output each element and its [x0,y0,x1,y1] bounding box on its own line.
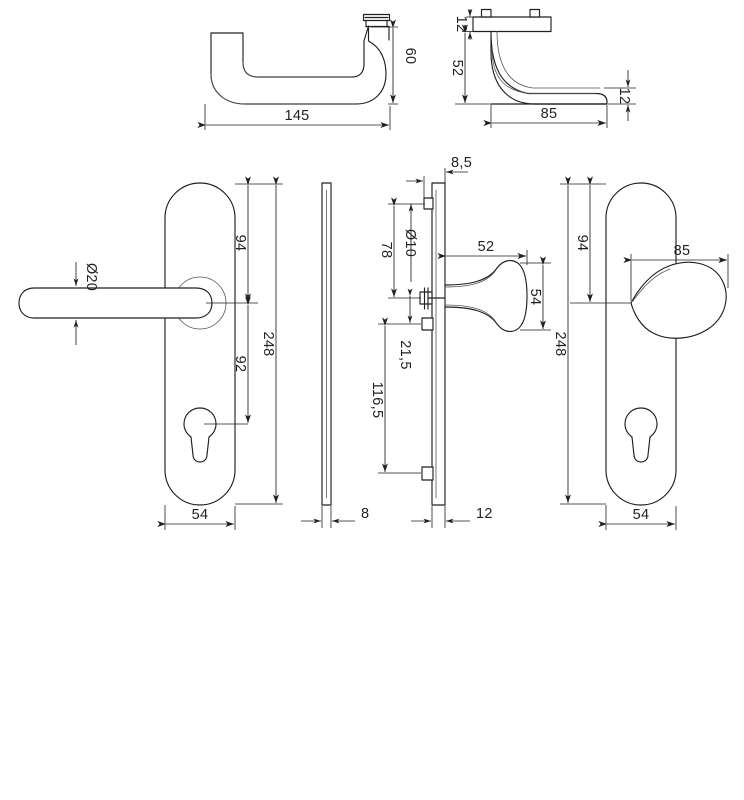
dim-label-54c: 54 [633,507,650,523]
dim-label-60: 60 [402,48,418,65]
dim-label-d20: Ø20 [83,263,99,291]
view-backplate-front-lever: 94 92 248 54 Ø20 [18,176,283,530]
backplate-left-outline [164,182,236,506]
dim-label-1165: 116,5 [369,382,385,419]
dim-label-8: 8 [361,506,369,522]
backplate-right-outline [605,182,677,506]
dim-label-d10: Ø10 [402,229,418,257]
view-backplate-edge-fittings: 8,5 78 Ø10 21,5 116,5 52 54 12 [369,155,551,528]
knob-profile-inner-2 [444,304,497,323]
dim-label-12a: 12 [453,16,469,33]
dim-label-12c: 12 [476,506,493,522]
keyhole-right [624,407,658,463]
dim-label-85c: 85 [674,243,691,259]
lever-end-inner-2 [496,31,601,89]
edge-boss-mid [421,317,434,331]
view-backplate-edge-thin: 8 [301,182,369,528]
lever-end-inner-1 [491,47,597,94]
dim-label-248b: 248 [552,331,568,356]
view-lever-end-profile: 12 52 85 12 [449,8,636,128]
dim-label-12b: 12 [616,88,632,105]
view-lever-side-elevation: 60 145 [197,13,418,130]
knob-profile-inner [444,269,497,288]
knob-shape-inner [632,268,671,302]
edge-boss-top [423,197,434,210]
edge-boss-bottom [421,466,434,481]
dim-label-85a: 85 [541,106,558,122]
dim-label-145: 145 [284,108,309,124]
dim-label-215: 21,5 [397,340,413,369]
view-backplate-front-knob: 94 248 85 54 [552,176,729,530]
dim-label-52a: 52 [449,60,465,77]
edge-plate-outline [431,182,446,506]
lever-inner-curve-2 [242,61,353,78]
knob-shape-front [630,261,727,339]
rose-tab-left [480,8,492,18]
dim-label-92: 92 [232,356,248,373]
lever-cap-stem [365,19,388,28]
knob-profile-side [444,259,528,333]
dim-label-78: 78 [378,242,394,259]
dim-label-54b: 54 [527,289,543,306]
dim-label-85b: 8,5 [451,155,472,171]
dim-label-248a: 248 [260,331,276,356]
lever-inner-curve [210,73,357,105]
dim-label-54a: 54 [192,507,209,523]
dim-label-52b: 52 [478,239,495,255]
dim-label-94a: 94 [232,235,248,252]
lever-end-outer [490,30,608,105]
lever-bar-left [18,287,213,319]
rose-tab-right [529,8,541,18]
dim-label-94b: 94 [574,235,590,252]
lever-rose-block [472,16,552,33]
